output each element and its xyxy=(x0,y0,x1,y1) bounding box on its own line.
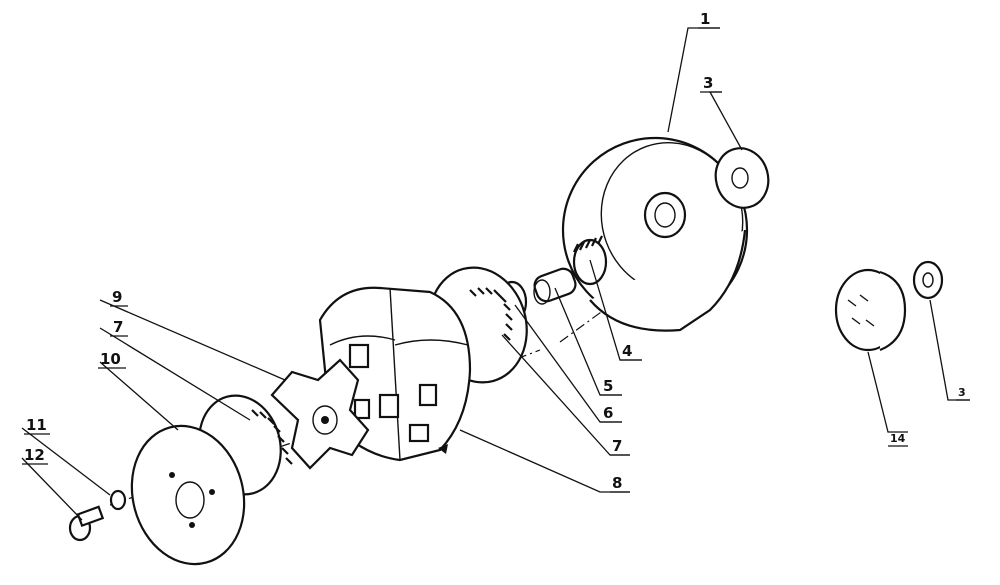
sprocket xyxy=(834,268,907,352)
callout-12: 12 xyxy=(24,446,45,464)
callout-3-right: 3 xyxy=(958,386,966,399)
callout-7-right: 7 xyxy=(612,437,622,455)
callout-3-upper: 3 xyxy=(703,74,713,92)
callout-10: 10 xyxy=(100,350,121,368)
callout-4: 4 xyxy=(622,342,632,360)
washer-3-right xyxy=(912,260,944,300)
bolt xyxy=(68,505,105,542)
callout-8: 8 xyxy=(612,474,622,492)
callout-5: 5 xyxy=(603,377,613,395)
cover-plate-left xyxy=(130,424,246,566)
callout-underlines xyxy=(22,27,970,493)
callout-1: 1 xyxy=(700,10,710,28)
small-washer xyxy=(109,489,127,511)
callout-9: 9 xyxy=(112,288,122,306)
callout-11: 11 xyxy=(26,416,47,434)
callout-7-left: 7 xyxy=(113,318,123,336)
callout-6: 6 xyxy=(603,404,613,422)
clutch-drum xyxy=(561,136,749,332)
washer-3-upper xyxy=(714,147,770,209)
callout-14: 14 xyxy=(890,432,906,445)
clutch-hub xyxy=(270,358,370,470)
sleeve xyxy=(533,267,577,305)
